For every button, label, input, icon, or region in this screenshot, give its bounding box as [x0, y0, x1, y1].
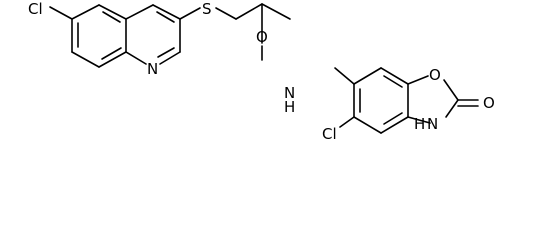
atom-h-amide: H	[284, 98, 295, 116]
quinoline-pyridine-ring	[125, 4, 181, 65]
quinoline-benzo-ring	[71, 4, 127, 68]
atom-o-keto: O	[483, 94, 495, 112]
molecule-canvas: Cl N S O N H Cl O O H N	[28, 0, 495, 143]
atom-n-amide: N	[284, 84, 295, 102]
atom-cl-quinoline: Cl	[28, 0, 43, 18]
benzyl-linker	[334, 67, 355, 128]
benzoxazolone-benzene-ring	[353, 67, 409, 134]
atom-s-thioether: S	[202, 0, 212, 18]
oxazolone-ring	[407, 75, 479, 124]
atom-cl-benzoxazolone: Cl	[322, 125, 337, 143]
atom-o-carbonyl: O	[256, 28, 268, 46]
linker-chain	[179, 3, 291, 44]
quinoline-cl-bond	[49, 6, 73, 20]
atom-n-quinoline: N	[147, 60, 158, 78]
atom-h-ring-nh: H	[414, 115, 425, 133]
atom-n-ring-nh: N	[427, 115, 438, 133]
structure-diagram: Cl N S O N H Cl O O H N	[28, 0, 495, 143]
atom-o-ring: O	[429, 66, 441, 84]
